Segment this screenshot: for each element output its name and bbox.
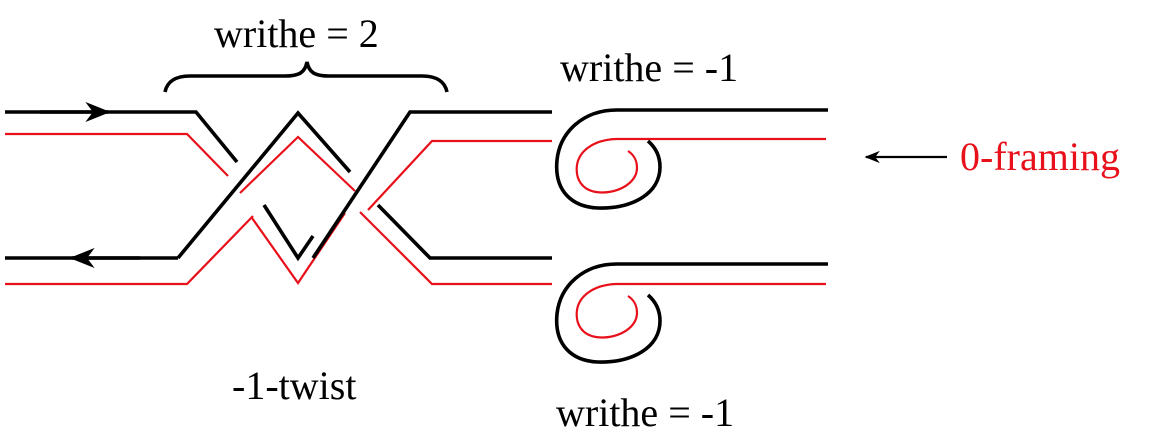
upper-strand-crossing-right (311, 110, 552, 259)
red-upper-left-segment (5, 132, 229, 177)
red-upper-right-segment (367, 139, 552, 211)
framing-pushoff-curve (5, 132, 826, 339)
writhe-minus-one-lower-label: writhe = -1 (556, 390, 735, 435)
writhe-minus-one-upper-label: writhe = -1 (560, 45, 739, 90)
upper-strand-left (5, 110, 239, 164)
lower-kink-loop (554, 262, 828, 364)
writhe-two-label: writhe = 2 (214, 11, 379, 56)
zero-framing-label: 0-framing (960, 134, 1120, 179)
red-upper-cross-segment (239, 135, 356, 194)
lower-strand-v (262, 204, 315, 262)
red-middle-v-segment (251, 212, 346, 285)
red-upper-kink-curve (575, 137, 826, 194)
writhe-brace (163, 61, 449, 93)
upper-strand-middle (176, 110, 352, 260)
lower-strand-right (376, 203, 552, 260)
upper-kink-loop (554, 108, 828, 210)
minus-one-twist-label: -1-twist (232, 363, 357, 408)
red-lower-left-segment (5, 215, 254, 286)
red-lower-right-segment (359, 211, 552, 286)
knot-strands (5, 61, 947, 364)
red-lower-kink-curve (575, 282, 826, 339)
